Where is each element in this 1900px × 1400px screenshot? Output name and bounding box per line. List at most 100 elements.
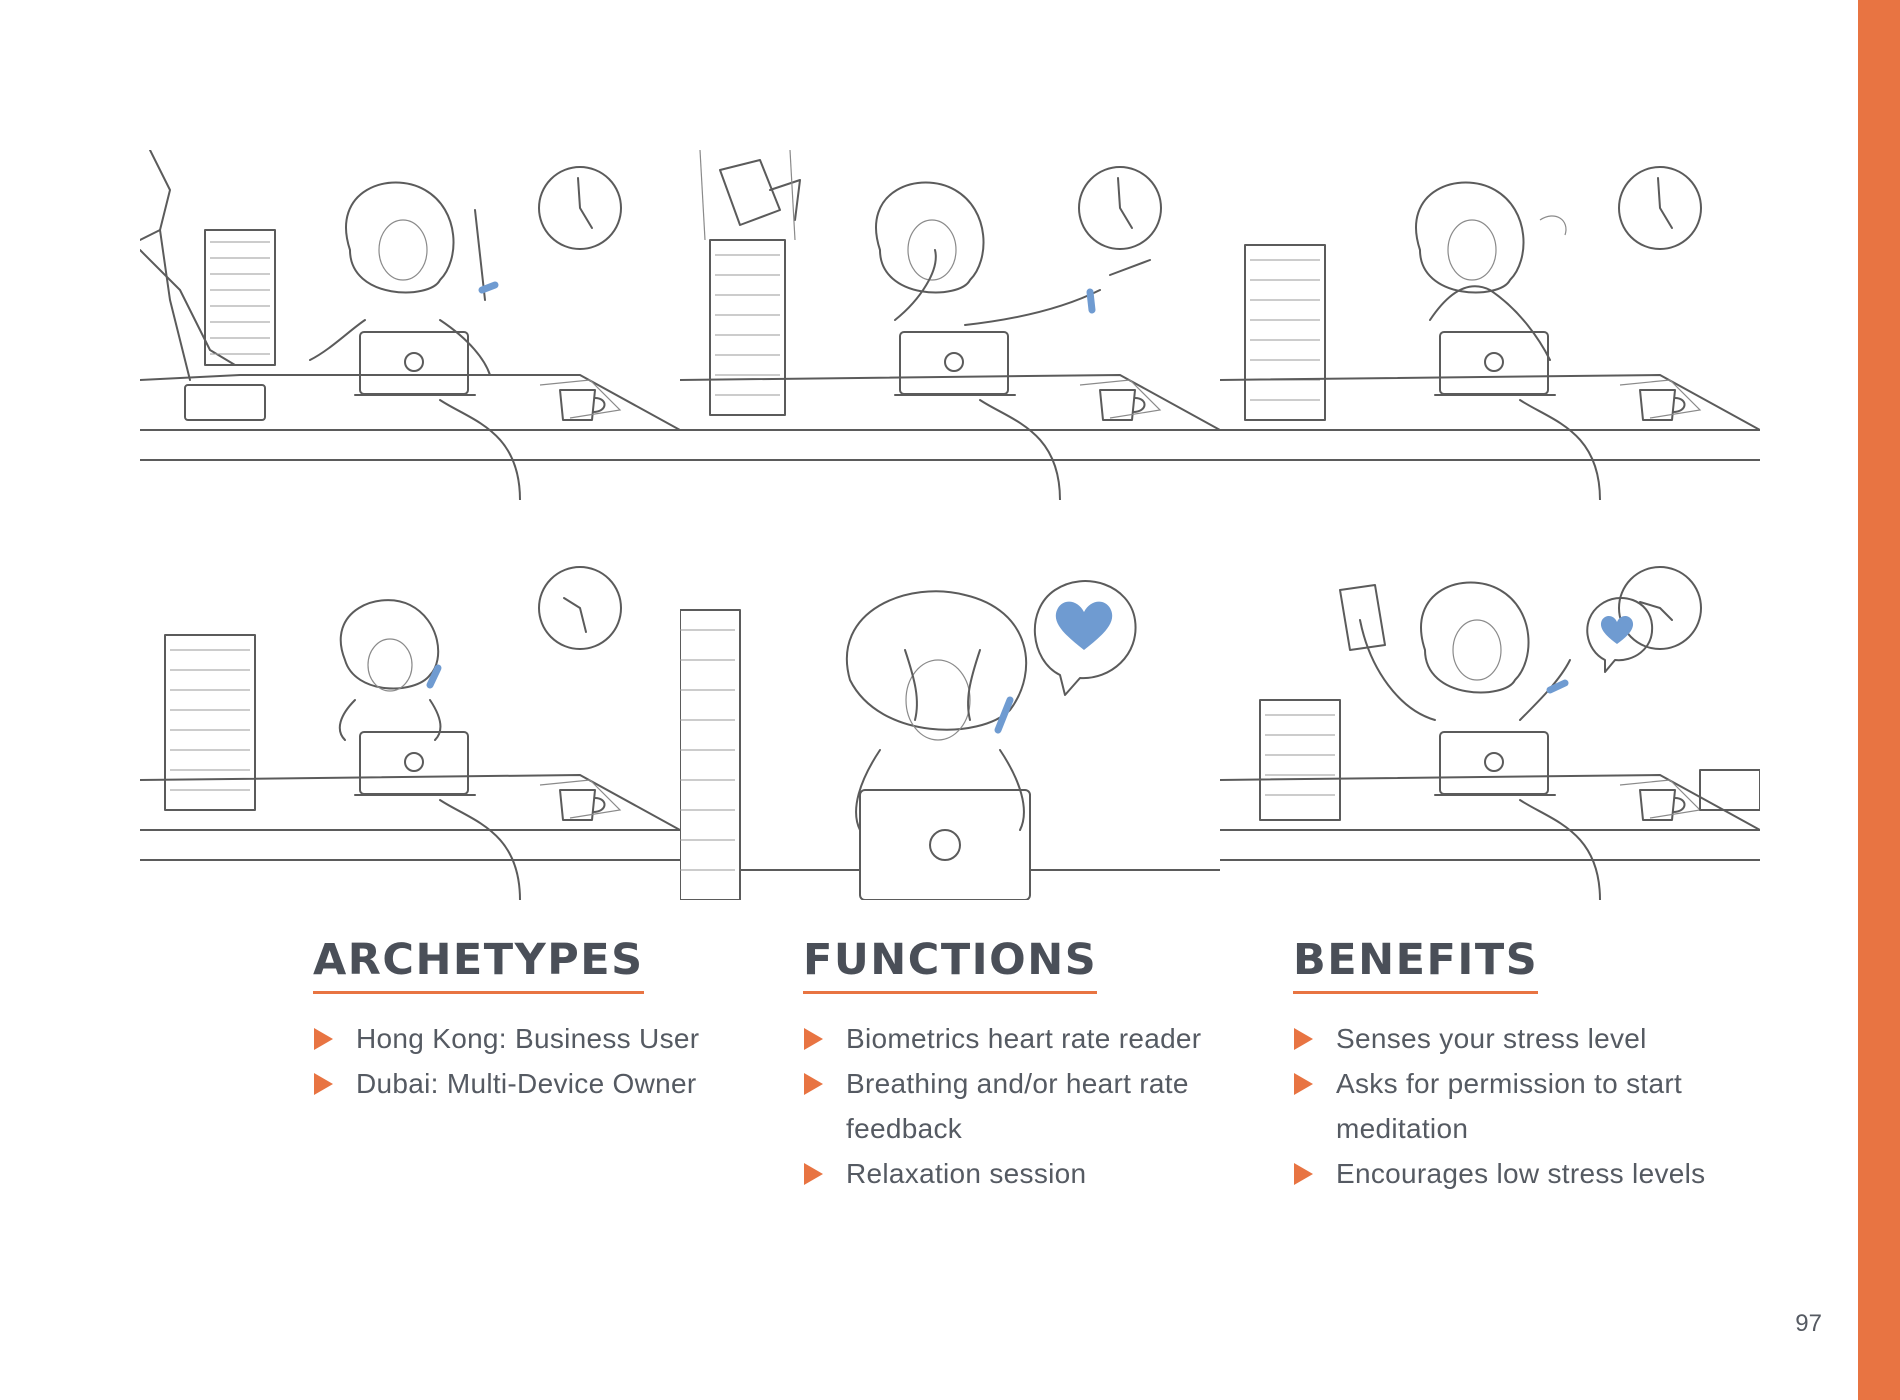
list-item-text: Relaxation session [846,1158,1087,1189]
storyboard-panel-5 [680,550,1220,900]
falling-papers [699,150,801,241]
benefits-list: Senses your stress level Asks for permis… [1293,1016,1763,1196]
desk [680,374,1220,431]
woman-figure [309,181,491,376]
laptop [354,731,476,796]
wristband-icon [478,281,499,294]
storyboard-panel-2 [680,150,1220,500]
paper-tray [184,384,266,421]
paper-stack [204,229,276,366]
list-item-text: Encourages low stress levels [1336,1158,1706,1189]
laptop-cable [979,399,1061,500]
paper-stack [1259,699,1341,821]
panel-2-sketch [680,150,1220,500]
orange-triangle-bullet-icon [804,1073,823,1095]
laptop [354,331,476,396]
list-item-text: Senses your stress level [1336,1023,1647,1054]
orange-triangle-bullet-icon [1294,1028,1313,1050]
side-paper-stack [1699,769,1760,811]
orange-triangle-bullet-icon [314,1028,333,1050]
storyboard-panel-1 [140,150,680,500]
wall-clock-icon [1618,166,1702,250]
coffee-mug [1619,779,1702,821]
heart-icon [1600,616,1634,644]
woman-figure [1415,181,1567,361]
wristband-icon [426,664,442,689]
list-item-text: Asks for permission to start meditation [1336,1068,1683,1144]
laptop [894,331,1016,396]
list-item: Asks for permission to start meditation [1293,1061,1763,1151]
page-number: 97 [1795,1310,1822,1337]
coffee-mug [539,779,622,821]
laptop-cable [1519,399,1601,500]
list-item: Encourages low stress levels [1293,1151,1763,1196]
speech-bubble [1586,596,1654,673]
panel-4-sketch [140,566,680,900]
functions-heading: FUNCTIONS [803,935,1098,994]
list-item: Biometrics heart rate reader [803,1016,1273,1061]
woman-figure [846,590,1028,831]
orange-triangle-bullet-icon [314,1073,333,1095]
orange-triangle-bullet-icon [1294,1073,1313,1095]
list-item: Dubai: Multi-Device Owner [313,1061,783,1106]
woman-figure [1339,581,1571,721]
archetypes-list: Hong Kong: Business User Dubai: Multi-De… [313,1016,783,1106]
desk [140,374,680,431]
wall-clock-icon [538,566,622,650]
benefits-column: BENEFITS Senses your stress level Asks f… [1293,935,1763,1196]
wall-clock-icon [538,166,622,250]
list-item-text: Biometrics heart rate reader [846,1023,1202,1054]
orange-triangle-bullet-icon [804,1163,823,1185]
paper-stack [680,609,741,900]
storyboard-panel-3 [1220,150,1760,500]
desk [1220,774,1760,831]
paper-stack [1244,244,1326,421]
functions-list: Biometrics heart rate reader Breathing a… [803,1016,1273,1196]
orange-side-bar [1858,0,1900,1400]
paper-stack [164,634,256,811]
panel-5-sketch [680,580,1220,900]
desk [1220,374,1760,431]
orange-triangle-bullet-icon [1294,1163,1313,1185]
orange-triangle-bullet-icon [804,1028,823,1050]
list-item: Relaxation session [803,1151,1273,1196]
laptop-cable [439,799,521,900]
heart-icon [1055,601,1113,650]
laptop [859,789,1031,900]
list-item-text: Dubai: Multi-Device Owner [356,1068,697,1099]
laptop-cable [1519,799,1601,900]
woman-figure [338,599,442,741]
wristband-icon [994,696,1014,734]
archetypes-column: ARCHETYPES Hong Kong: Business User Duba… [313,935,783,1106]
storyboard-panel-6 [1220,550,1760,900]
woman-figure [875,181,1151,326]
laptop [1434,331,1556,396]
functions-column: FUNCTIONS Biometrics heart rate reader B… [803,935,1273,1196]
laptop-cable [439,399,521,500]
list-item-text: Hong Kong: Business User [356,1023,700,1054]
wristband-icon [1546,679,1569,694]
speech-bubble [1033,580,1137,696]
archetypes-heading: ARCHETYPES [313,935,644,994]
panel-3-sketch [1220,166,1760,500]
list-item: Hong Kong: Business User [313,1016,783,1061]
laptop [1434,731,1556,796]
panel-1-sketch [140,150,680,500]
storyboard-panel-4 [140,550,680,900]
benefits-heading: BENEFITS [1293,935,1539,994]
list-item-text: Breathing and/or heart rate feedback [846,1068,1189,1144]
storyboard-illustration [140,150,1760,900]
feature-columns: ARCHETYPES Hong Kong: Business User Duba… [313,935,1783,1215]
coffee-mug [539,379,622,421]
panel-6-sketch [1220,566,1760,900]
boss-figure [140,150,236,381]
paper-stack [709,239,786,416]
wall-clock-icon [1078,166,1162,250]
coffee-mug [1079,379,1162,421]
coffee-mug [1619,379,1702,421]
wall-clock-icon [1618,566,1702,650]
list-item: Senses your stress level [1293,1016,1763,1061]
list-item: Breathing and/or heart rate feedback [803,1061,1273,1151]
wristband-icon [1086,288,1096,314]
desk [140,774,680,831]
